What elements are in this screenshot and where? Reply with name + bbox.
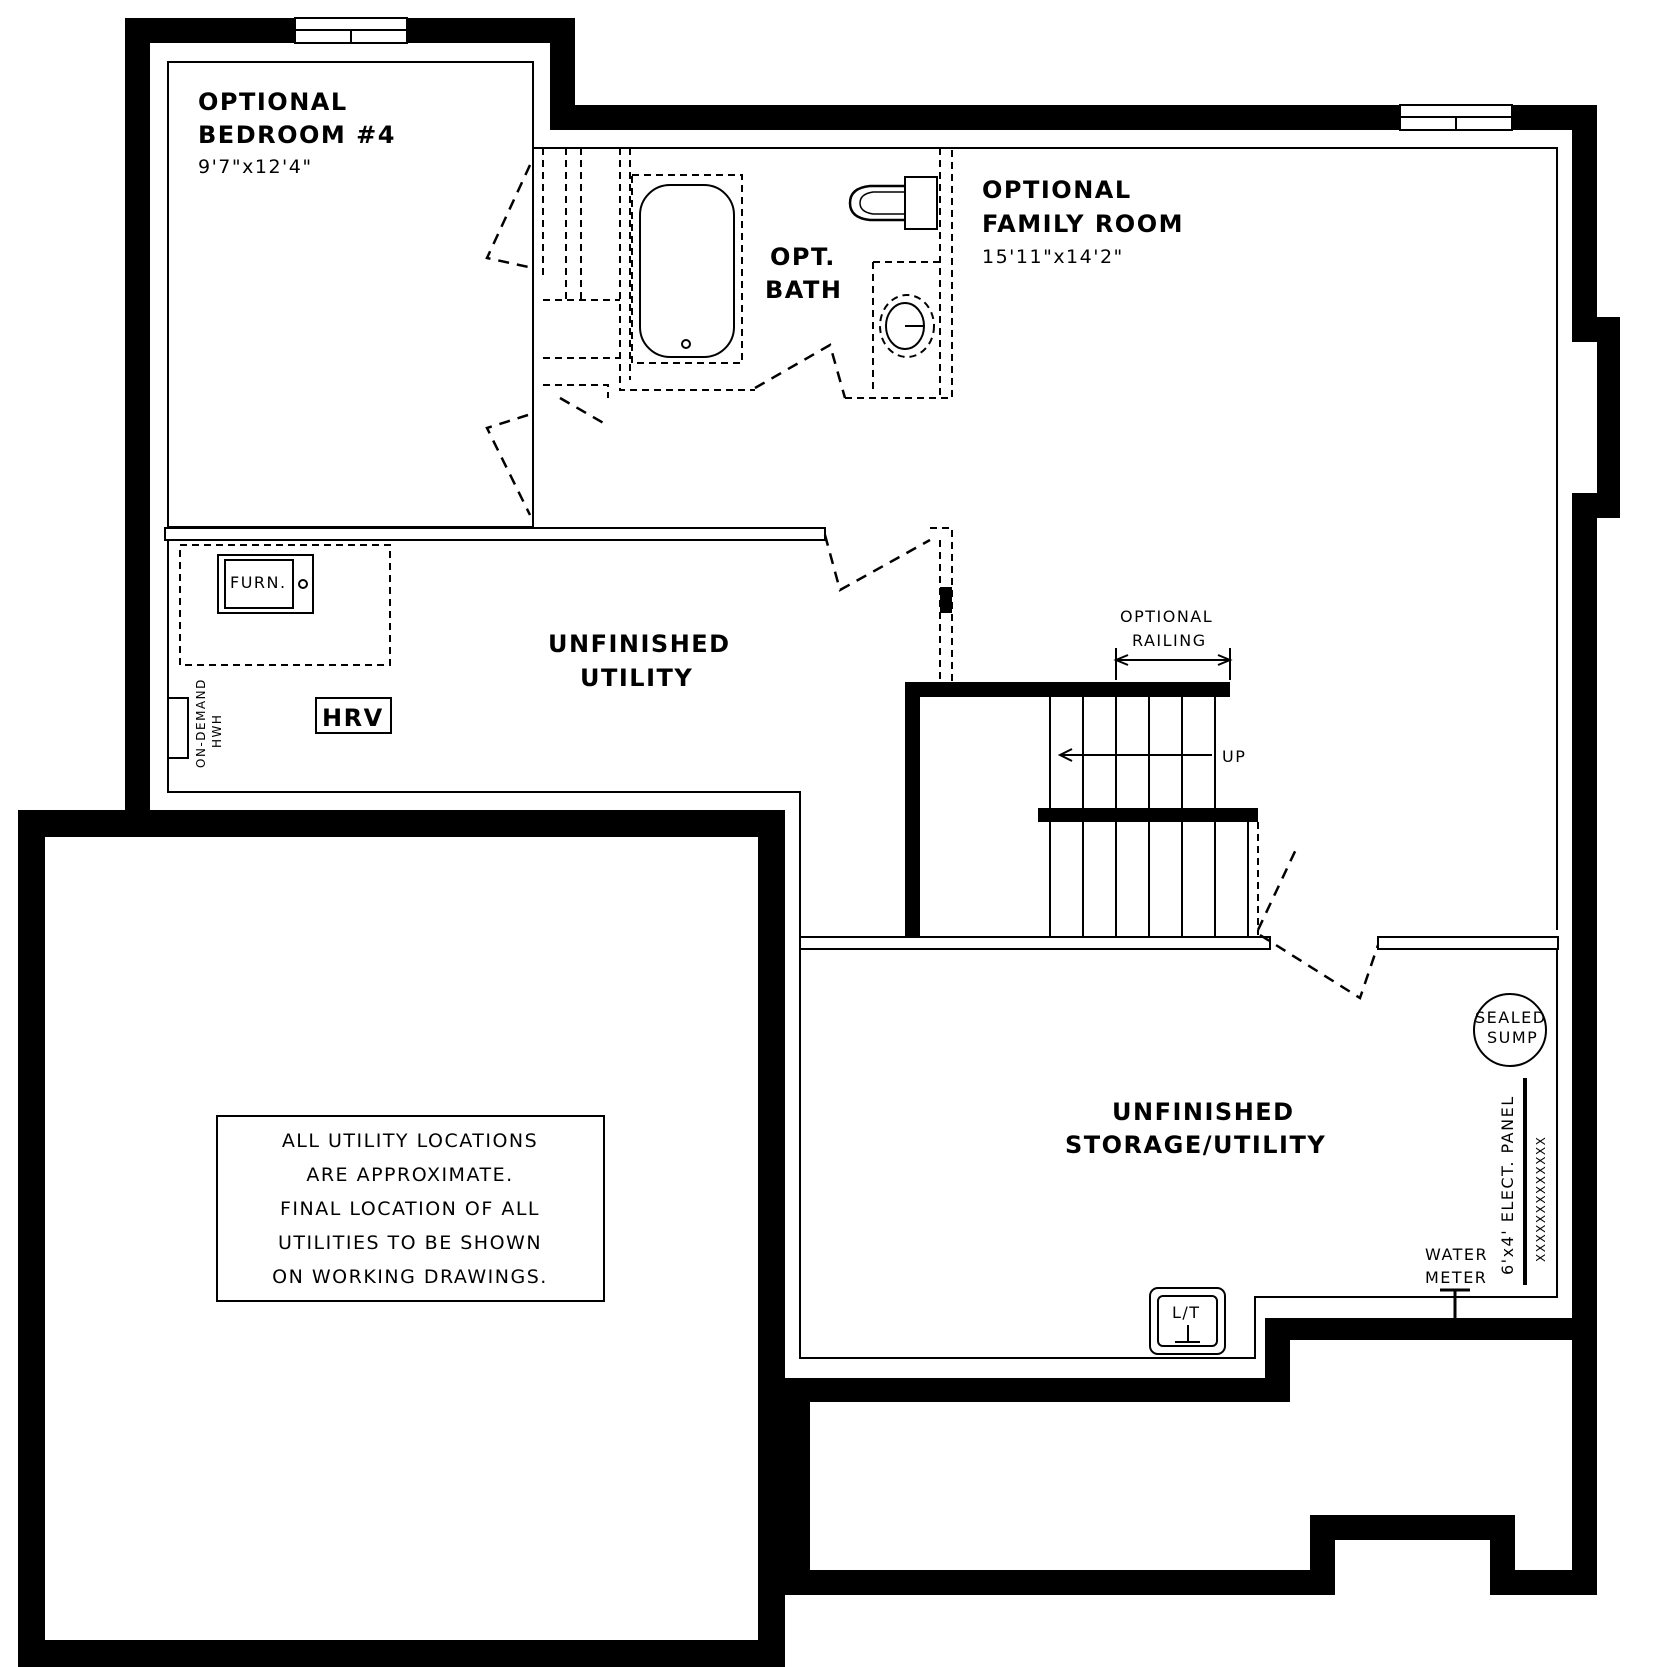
bath-door-swing-2: [754, 343, 847, 399]
laundry-tub-label: L/T: [1172, 1303, 1201, 1322]
partition-wall-utility: [164, 527, 826, 541]
storage-label-2: STORAGE/UTILITY: [1065, 1131, 1326, 1159]
water-meter-label-2: METER: [1425, 1268, 1487, 1287]
utility-label-1: UNFINISHED: [548, 630, 731, 658]
hrv-unit: [315, 697, 392, 734]
note-line-2: ARE APPROXIMATE.: [306, 1164, 513, 1186]
laundry-tub: [1149, 1287, 1226, 1355]
water-heater-unit: [167, 697, 189, 759]
electrical-panel-marks: XXXXXXXXXXXXX: [1534, 1136, 1548, 1262]
furnace-zone: [179, 544, 391, 666]
water-heater-label-1: ON-DEMAND: [194, 678, 208, 768]
window-top-right: [1399, 104, 1513, 131]
stairs: [905, 648, 1380, 1000]
note-line-1: ALL UTILITY LOCATIONS: [282, 1130, 538, 1152]
exterior-wall-lower: [785, 1340, 1597, 1595]
note-line-5: ON WORKING DRAWINGS.: [272, 1266, 548, 1288]
toilet: [848, 176, 938, 230]
sump-label-2: SUMP: [1487, 1028, 1538, 1047]
bath-door-swing: [559, 396, 608, 427]
water-heater-label-2: HWH: [210, 714, 224, 748]
family-label-2: FAMILY ROOM: [982, 210, 1184, 238]
bedroom-dims: 9'7"x12'4": [198, 156, 313, 178]
utility-door-swing: [823, 534, 931, 592]
storage-label-1: UNFINISHED: [1112, 1098, 1295, 1126]
utility-outline: [167, 527, 1558, 1359]
furnace-label: FURN.: [230, 573, 287, 592]
sump-pit: [1473, 993, 1547, 1067]
note-line-4: UTILITIES TO BE SHOWN: [278, 1232, 542, 1254]
column-post: [940, 587, 952, 613]
bathtub: [631, 174, 743, 364]
sump-label-1: SEALED: [1475, 1008, 1547, 1027]
note-line-3: FINAL LOCATION OF ALL: [280, 1198, 540, 1220]
window-top-left: [294, 17, 408, 44]
bath-label-2: BATH: [765, 276, 842, 304]
hrv-label: HRV: [322, 704, 384, 732]
note-box: [216, 1115, 605, 1302]
bedroom-label-2: BEDROOM #4: [198, 121, 396, 149]
bedroom-label-1: OPTIONAL: [198, 88, 348, 116]
railing-label-2: RAILING: [1132, 631, 1207, 650]
family-room-outline: [533, 147, 1558, 930]
bedroom-closet-door-swing: [485, 164, 534, 270]
family-dims: 15'11"x14'2": [982, 246, 1124, 268]
electrical-panel-label: 6'x4' ELECT. PANEL: [1498, 1095, 1517, 1275]
utility-label-2: UTILITY: [580, 664, 693, 692]
exterior-walls: [125, 18, 1620, 1595]
partition-wall-storage-left: [799, 936, 1271, 950]
bedroom-door-swing: [485, 413, 532, 516]
furnace: [217, 554, 314, 614]
partition-wall-storage-right: [1377, 936, 1559, 950]
water-meter-label-1: WATER: [1425, 1245, 1488, 1264]
railing-label-1: OPTIONAL: [1120, 607, 1213, 626]
family-label-1: OPTIONAL: [982, 176, 1132, 204]
storage-door-swing: [1256, 844, 1380, 1000]
sink: [879, 294, 935, 358]
bath-label-1: OPT.: [770, 243, 836, 271]
optional-bath: [485, 148, 953, 516]
stairs-up-label: UP: [1222, 747, 1246, 766]
